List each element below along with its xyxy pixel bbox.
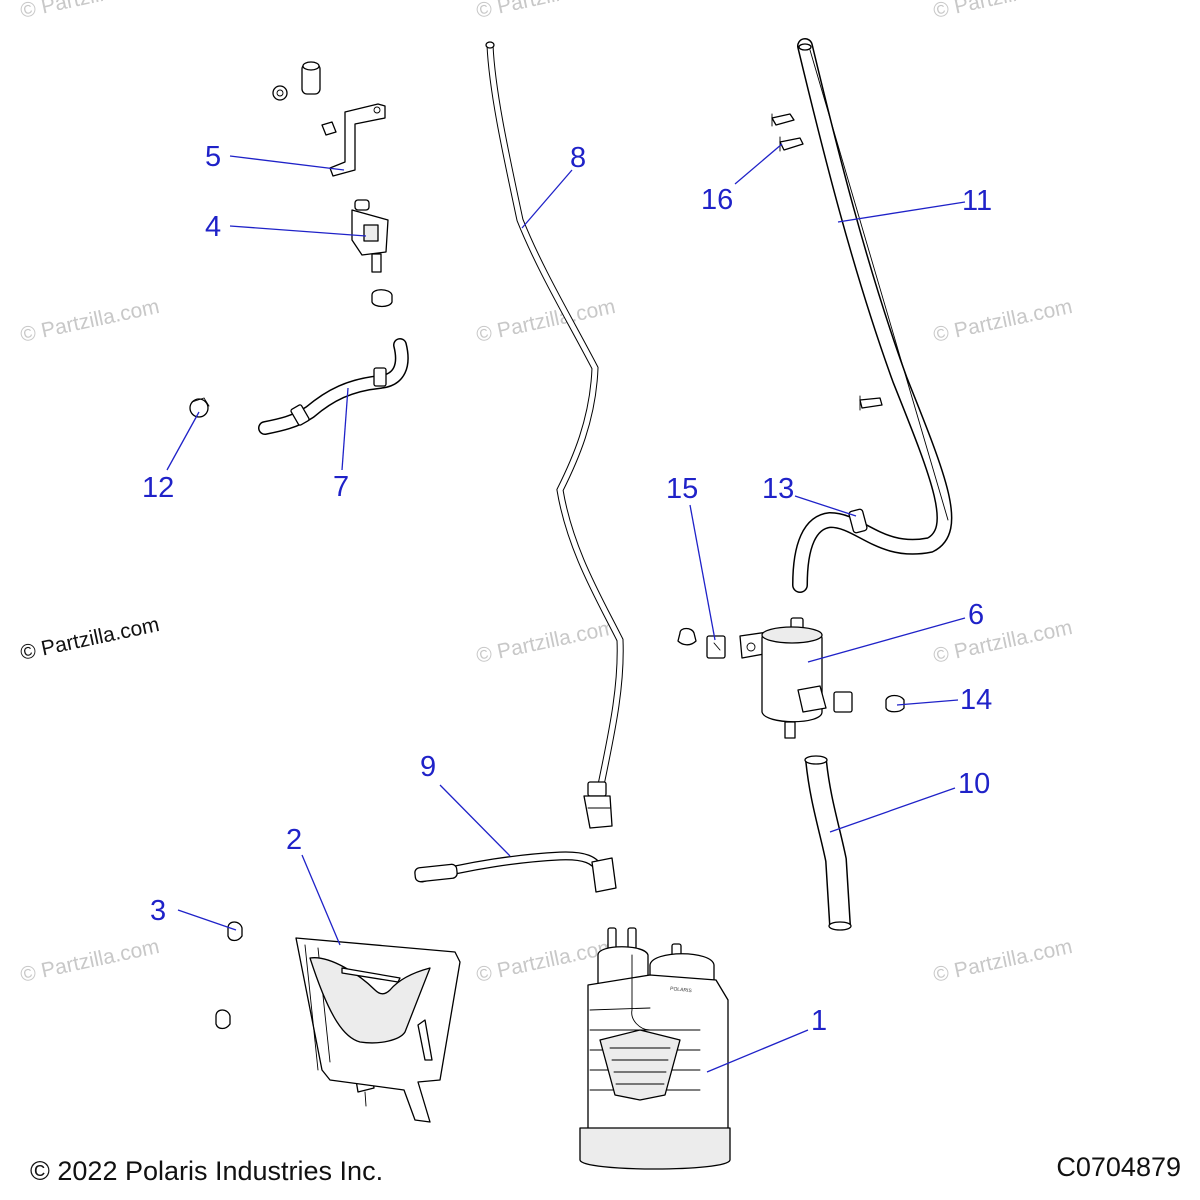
callout-8[interactable]: 8 xyxy=(570,142,586,174)
callouts: 1 2 3 4 5 6 7 8 9 10 11 12 13 14 15 16 xyxy=(142,141,992,1037)
watermark: © Partzilla.com xyxy=(474,616,617,668)
copyright-text: © 2022 Polaris Industries Inc. xyxy=(30,1156,383,1186)
callout-11[interactable]: 11 xyxy=(962,185,992,217)
vent-line-8[interactable] xyxy=(485,41,624,829)
fuel-filter-6[interactable] xyxy=(739,617,853,739)
clamp-12[interactable] xyxy=(189,397,210,418)
watermarks: © Partzilla.com © Partzilla.com © Partzi… xyxy=(18,0,1074,987)
hose-9[interactable] xyxy=(414,851,617,893)
bracket-2[interactable] xyxy=(295,937,461,1123)
callout-4[interactable]: 4 xyxy=(205,211,221,243)
callout-12[interactable]: 12 xyxy=(142,472,174,504)
drawing-code: C0704879 xyxy=(1056,1152,1181,1182)
watermark: © Partzilla.com xyxy=(931,935,1074,987)
watermark: © Partzilla.com xyxy=(18,295,161,347)
callout-15[interactable]: 15 xyxy=(666,473,698,505)
watermark: © Partzilla.com xyxy=(18,935,161,987)
valve-4[interactable] xyxy=(351,199,393,308)
callout-7[interactable]: 7 xyxy=(333,471,349,503)
watermark: © Partzilla.com xyxy=(931,0,1074,23)
clip-15[interactable] xyxy=(677,627,726,659)
leader-lines xyxy=(166,143,966,1073)
bracket-5[interactable] xyxy=(329,103,386,177)
callout-6[interactable]: 6 xyxy=(968,599,984,631)
watermark: © Partzilla.com xyxy=(931,295,1074,347)
callout-16[interactable]: 16 xyxy=(701,184,733,216)
hose-10[interactable] xyxy=(804,755,852,931)
push-pin-14[interactable] xyxy=(885,694,905,713)
watermark: © Partzilla.com xyxy=(474,0,617,23)
hose-11[interactable] xyxy=(792,38,953,593)
callout-13[interactable]: 13 xyxy=(762,473,794,505)
callout-14[interactable]: 14 xyxy=(960,684,992,716)
callout-3[interactable]: 3 xyxy=(150,895,166,927)
watermark: © Partzilla.com xyxy=(474,295,617,347)
canister-1[interactable]: POLARIS xyxy=(579,927,731,1170)
watermark: © Partzilla.com xyxy=(18,0,161,23)
callout-9[interactable]: 9 xyxy=(420,751,436,783)
callout-5[interactable]: 5 xyxy=(205,141,221,173)
watermark: © Partzilla.com xyxy=(931,616,1074,668)
fittings-top[interactable] xyxy=(272,61,337,136)
callout-1[interactable]: 1 xyxy=(811,1005,827,1037)
hose-7[interactable] xyxy=(258,338,409,435)
callout-2[interactable]: 2 xyxy=(286,824,302,856)
screw-16[interactable] xyxy=(771,113,883,411)
watermark-dark: © Partzilla.com xyxy=(18,613,161,665)
watermark: © Partzilla.com xyxy=(474,935,617,987)
callout-10[interactable]: 10 xyxy=(958,768,990,800)
canister-brand-label: POLARIS xyxy=(670,986,693,994)
